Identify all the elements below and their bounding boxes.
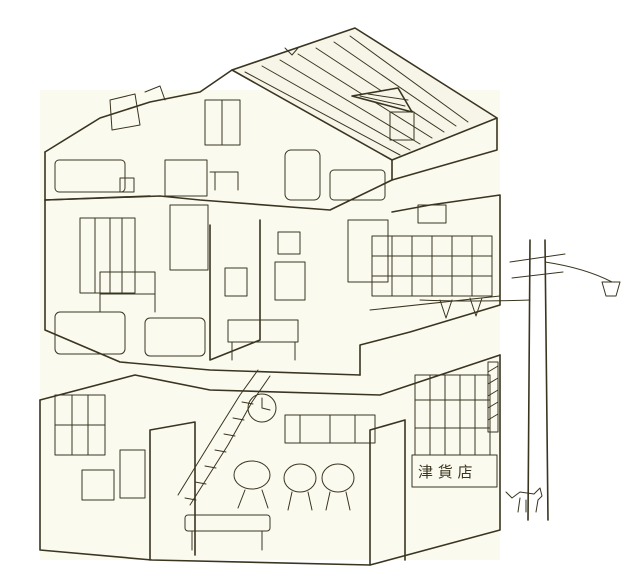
urn-2 [283, 463, 317, 493]
second-floor-bed-left [54, 311, 126, 355]
laundry [439, 297, 483, 319]
attic-cabinet [164, 159, 208, 197]
chimney [109, 93, 141, 131]
second-floor-door [169, 204, 209, 271]
attic-bed-right [329, 169, 386, 201]
second-floor-desk [99, 271, 156, 295]
second-floor [44, 194, 501, 376]
ground-floor: 津 貨 店 [39, 354, 501, 566]
wall-calendar [277, 231, 301, 255]
stove [119, 449, 146, 499]
barber-pole [487, 361, 499, 433]
window-sign [417, 204, 447, 224]
attic-jar [119, 177, 135, 193]
cat [505, 487, 543, 513]
shop-sign-text: 津 貨 店 [418, 463, 473, 481]
bird-on-roof [284, 47, 299, 56]
urn-1 [233, 460, 271, 490]
wall-picture [224, 267, 248, 297]
utility-pole [419, 239, 621, 521]
roof [44, 27, 498, 201]
wall-clock [247, 393, 277, 423]
attic-floor [44, 99, 393, 211]
paper-wash [40, 90, 500, 560]
shop-sign-board [411, 454, 498, 488]
attic-barrel [284, 149, 321, 201]
second-floor-table [227, 319, 299, 343]
washstand [81, 469, 115, 501]
bench [184, 514, 271, 532]
second-floor-window-left [79, 217, 136, 294]
urn-3 [321, 463, 355, 493]
staircase [177, 369, 259, 496]
closet-door [347, 219, 389, 283]
second-floor-bed-mid [144, 317, 206, 357]
street-lamp [601, 281, 621, 297]
dresser [274, 261, 306, 301]
attic-bed-left [54, 159, 126, 193]
